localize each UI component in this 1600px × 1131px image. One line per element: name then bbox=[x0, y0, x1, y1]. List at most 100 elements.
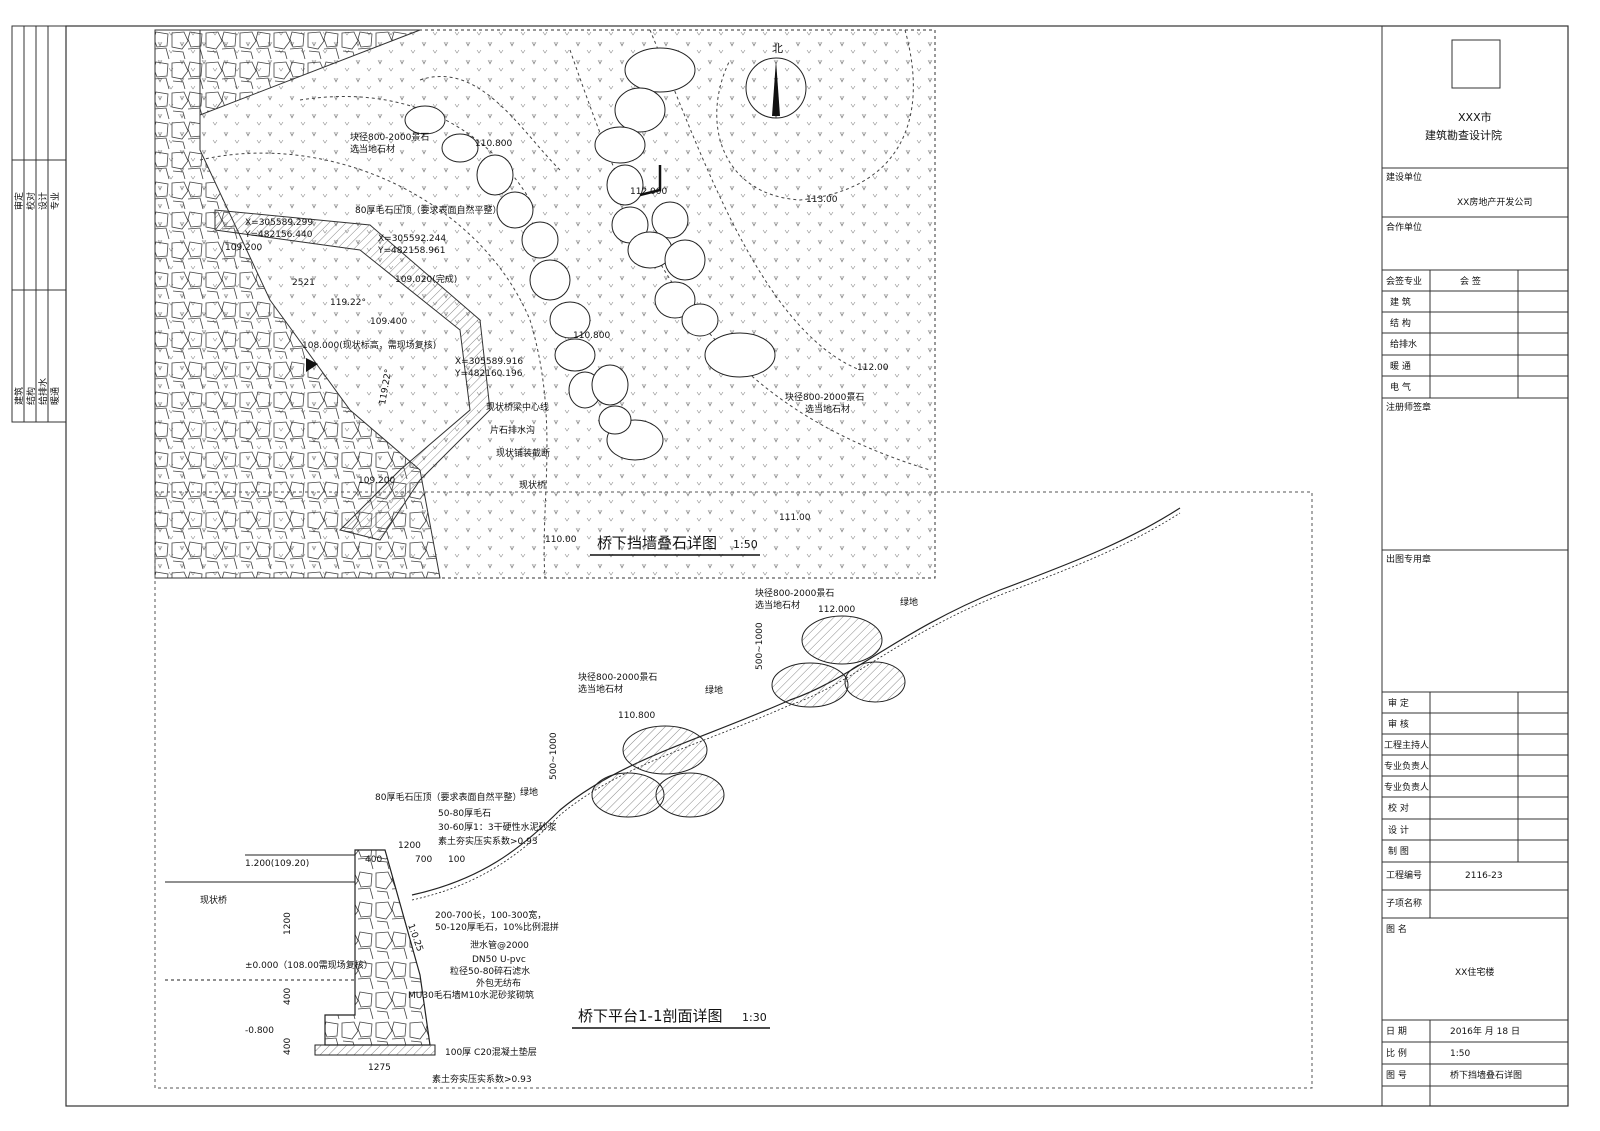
discipline-5-label: 电 气 bbox=[1390, 381, 1411, 393]
section-dim-h3: 700 bbox=[415, 855, 432, 865]
section-dim-h2: 1200 bbox=[398, 841, 421, 851]
plan-elev-existing: 108.000(现状标高，需现场复核) bbox=[302, 339, 436, 351]
plan-stone-note-1a: 块径800-2000景石 bbox=[350, 131, 429, 143]
strip-label-1: 校对 bbox=[25, 192, 37, 210]
logo-box bbox=[1451, 39, 1501, 89]
plan-contour-6: 111.00 bbox=[779, 513, 811, 523]
discipline-1-label: 建 筑 bbox=[1390, 296, 1411, 308]
institute-line1: XXX市 bbox=[1458, 110, 1492, 124]
section-lawn-2: 绿地 bbox=[705, 684, 723, 696]
scale-value: 1:50 bbox=[1450, 1049, 1470, 1059]
sig-6: 设 计 bbox=[1388, 824, 1409, 836]
strip-label-3: 专业 bbox=[49, 192, 61, 210]
section-view: 块径800-2000景石 选当地石材 块径800-2000景石 选当地石材 绿地… bbox=[154, 491, 1313, 1089]
plan-leader-4: 现状桥 bbox=[519, 479, 546, 491]
section-lawn-3: 绿地 bbox=[520, 786, 538, 798]
plan-elev-109020: 109.020(完成) bbox=[395, 273, 457, 285]
title-block: XXX市 建筑勘查设计院 建设单位 XX房地产开发公司 合作单位 会签专业 会 … bbox=[1381, 25, 1569, 1107]
plan-stone-note-2a: 块径800-2000景石 bbox=[785, 391, 864, 403]
section-stone-upper-b: 选当地石材 bbox=[755, 599, 800, 611]
section-dim-h1: 400 bbox=[365, 855, 382, 865]
client-value: XX房地产开发公司 bbox=[1457, 196, 1532, 208]
section-lawn-1: 绿地 bbox=[900, 596, 918, 608]
plan-coord3-y: Y=482160.196 bbox=[454, 369, 523, 379]
section-dim-v2: 400 bbox=[283, 988, 293, 1005]
section-wall-note-3: 泄水管@2000 bbox=[470, 939, 529, 951]
plan-contour-3: 113.00 bbox=[806, 195, 838, 205]
plan-elev-109200a: 109.200 bbox=[225, 243, 262, 253]
stamp-label: 注册师签章 bbox=[1386, 401, 1431, 413]
plan-view: 北 块径800-2000景石 选当地石材 块径800-2000景石 选当地石材 … bbox=[154, 29, 936, 579]
section-dim-500-1000a: 500~1000 bbox=[755, 622, 765, 670]
plan-contour-4: 110.800 bbox=[573, 331, 610, 341]
plan-coord1-y: Y=482156.440 bbox=[244, 230, 313, 240]
plan-coord2-x: X=305592.244 bbox=[378, 234, 446, 244]
sig-5: 校 对 bbox=[1388, 802, 1409, 814]
date-value: 2016年 月 18 日 bbox=[1450, 1025, 1520, 1037]
sig-4: 专业负责人 bbox=[1384, 781, 1429, 793]
plan-angle-1: 119.22° bbox=[330, 298, 366, 308]
section-elev-top: 1.200(109.20) bbox=[245, 859, 309, 869]
section-dim-v3: 400 bbox=[283, 1038, 293, 1055]
discipline-3-label: 给排水 bbox=[1390, 338, 1417, 350]
client-label: 建设单位 bbox=[1386, 171, 1422, 183]
strip-label-2: 设计 bbox=[37, 192, 49, 210]
section-elev-112: 112.000 bbox=[818, 605, 855, 615]
section-dim-500-1000b: 500~1000 bbox=[549, 732, 559, 780]
section-stone-lower-b: 选当地石材 bbox=[578, 683, 623, 695]
section-layer-note-4: 素土夯实压实系数>0.93 bbox=[438, 835, 538, 847]
section-wall-note-7: MU30毛石墙M10水泥砂浆砌筑 bbox=[408, 989, 534, 1001]
institute-line2: 建筑勘查设计院 bbox=[1425, 128, 1502, 142]
section-layer-note-1: 80厚毛石压顶（要求表面自然平整） bbox=[375, 791, 521, 803]
plan-leader-2: 片石排水沟 bbox=[490, 424, 535, 436]
sig-3: 专业负责人 bbox=[1384, 760, 1429, 772]
plan-contour-1: 110.800 bbox=[475, 139, 512, 149]
approval-label: 出图专用章 bbox=[1386, 553, 1431, 565]
plan-leader-1: 现状桥梁中心线 bbox=[486, 401, 549, 413]
drawing-name-value: XX住宅楼 bbox=[1455, 966, 1494, 978]
plan-dim-2521: 2521 bbox=[292, 278, 315, 288]
plan-contour-2: 112.000 bbox=[630, 187, 667, 197]
sig-7: 制 图 bbox=[1388, 845, 1409, 857]
section-wall-note-9: 素土夯实压实系数>0.93 bbox=[432, 1073, 532, 1085]
plan-elev-109400: 109.400 bbox=[370, 317, 407, 327]
sheet-value: 桥下挡墙叠石详图 bbox=[1450, 1069, 1522, 1081]
plan-stone-note-1b: 选当地石材 bbox=[350, 143, 395, 155]
section-stone-lower-a: 块径800-2000景石 bbox=[578, 671, 657, 683]
plan-title: 桥下挡墙叠石详图 bbox=[597, 534, 717, 552]
plan-contour-7: 110.00 bbox=[545, 535, 577, 545]
section-elev-zero: ±0.000（108.00需现场复核） bbox=[245, 959, 373, 971]
section-dim-base: 1275 bbox=[368, 1063, 391, 1073]
partner-label: 合作单位 bbox=[1386, 221, 1422, 233]
strip-label-5: 结构 bbox=[25, 387, 37, 405]
discipline-0-label: 会签专业 bbox=[1386, 275, 1422, 287]
plan-coord1-x: X=305589.299 bbox=[245, 218, 313, 228]
discipline-2-label: 结 构 bbox=[1390, 317, 1411, 329]
section-dim-h4: 100 bbox=[448, 855, 465, 865]
plan-coord3-x: X=305589.916 bbox=[455, 357, 523, 367]
left-sign-strip bbox=[11, 25, 67, 423]
section-wall-note-2: 50-120厚毛石，10%比例混拼 bbox=[435, 921, 559, 933]
plan-stone-note-2b: 选当地石材 bbox=[805, 403, 850, 415]
section-wall-note-8: 100厚 C20混凝土垫层 bbox=[445, 1046, 537, 1058]
strip-label-7: 暖通 bbox=[49, 387, 61, 405]
strip-label-0: 审定 bbox=[13, 192, 25, 210]
section-elev-bottom: -0.800 bbox=[245, 1026, 274, 1036]
strip-label-6: 给排水 bbox=[37, 378, 49, 405]
plan-contour-5: 112.00 bbox=[857, 363, 889, 373]
section-layer-note-2: 50-80厚毛石 bbox=[438, 807, 491, 819]
drawing-name-label: 图 名 bbox=[1386, 923, 1407, 935]
sig-0: 审 定 bbox=[1388, 697, 1409, 709]
project-no-value: 2116-23 bbox=[1465, 871, 1503, 881]
plan-coord2-y: Y=482158.961 bbox=[377, 246, 445, 256]
section-wall-note-1: 200-700长，100-300宽， bbox=[435, 909, 546, 921]
section-layer-note-3: 30-60厚1：3干硬性水泥砂浆 bbox=[438, 821, 557, 833]
section-wall-note-4: DN50 U-pvc bbox=[472, 955, 526, 965]
scale-label: 比 例 bbox=[1386, 1047, 1407, 1059]
section-wall-note-5: 粒径50-80碎石滤水 bbox=[450, 965, 530, 977]
sig-1: 审 核 bbox=[1388, 718, 1409, 730]
plan-scale: 1:50 bbox=[733, 538, 758, 551]
north-arrow-icon bbox=[745, 57, 807, 119]
section-elev-1108: 110.800 bbox=[618, 711, 655, 721]
plan-cap-note: 80厚毛石压顶（要求表面自然平整） bbox=[355, 204, 501, 216]
